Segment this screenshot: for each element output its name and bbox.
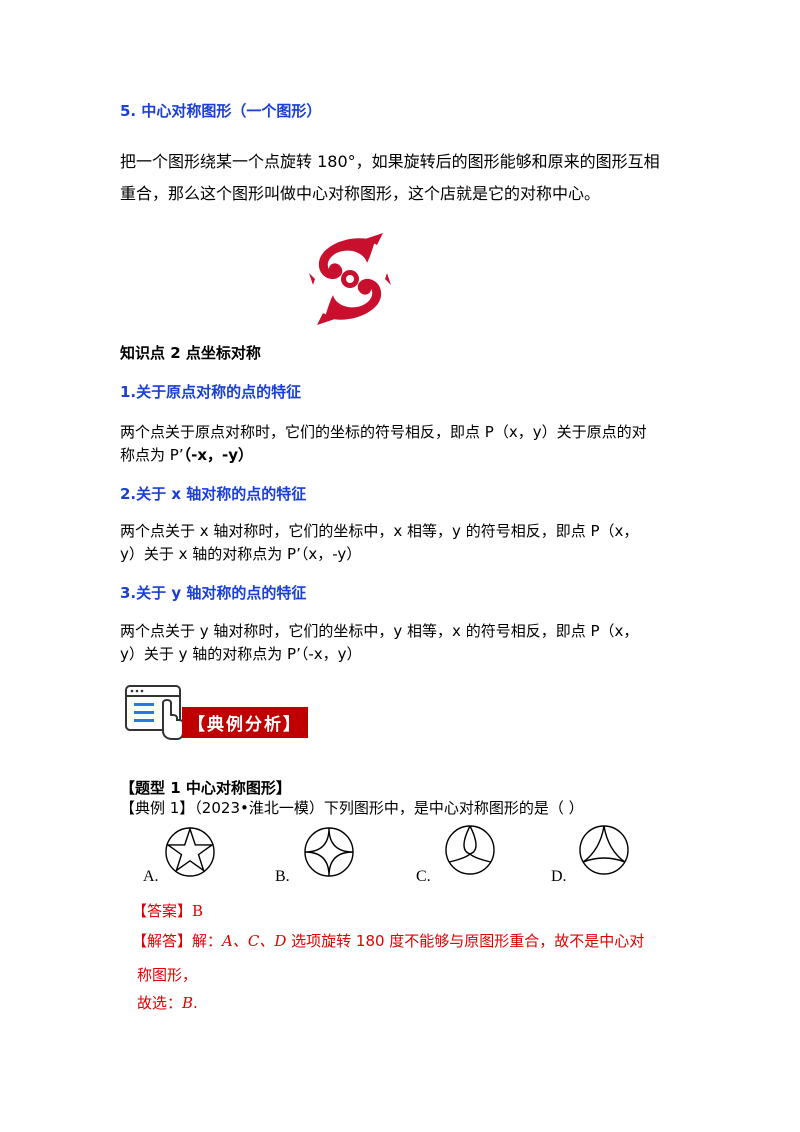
item3-heading: 3.关于 y 轴对称的点的特征 — [120, 584, 307, 602]
papercut-fish-image — [305, 233, 395, 325]
item1-line2: 称点为 P’（-x，-y） — [120, 442, 253, 469]
section5-line2: 重合，那么这个图形叫做中心对称图形，这个店就是它的对称中心。 — [120, 184, 601, 203]
item1-line2-coords: （-x，-y） — [183, 446, 253, 464]
answer-line: 【答案】B — [132, 900, 203, 922]
solution-choice: B — [182, 994, 194, 1012]
solution-label: 【解答】 — [132, 932, 193, 950]
item3-line1: 两个点关于 y 轴对称时，它们的坐标中，y 相等，x 的符号相反，即点 P（x， — [120, 622, 639, 640]
solution-line1: 【解答】解：A、C、D 选项旋转 180 度不能够与原图形重合，故不是中心对 — [132, 929, 644, 953]
star-in-circle-icon — [164, 826, 216, 882]
knowledge2-title: 知识点 2 点坐标对称 — [120, 344, 261, 362]
option-b-label: B. — [275, 868, 290, 885]
question-prompt: 【典例 1】（2023•淮北一模）下列图形中，是中心对称图形的是（ ） — [120, 799, 584, 817]
item1-line2-prefix: 称点为 P’ — [120, 446, 184, 464]
example-analysis-banner: 【典例分析】 — [182, 707, 308, 738]
option-d-label: D. — [551, 868, 567, 885]
solution-period: . — [193, 994, 198, 1012]
solution-reason: 选项旋转 180 度不能够与原图形重合，故不是中心对 — [286, 932, 645, 950]
solution-intro: 解： — [192, 932, 223, 950]
answer-label: 【答案】 — [132, 902, 193, 920]
item1-heading: 1.关于原点对称的点的特征 — [120, 383, 302, 401]
item2-line1: 两个点关于 x 轴对称时，它们的坐标中，x 相等，y 的符号相反，即点 P（x， — [120, 522, 639, 540]
solution-choose-label: 故选： — [137, 994, 183, 1012]
item2-line2: y）关于 x 轴的对称点为 P’（x，-y） — [120, 545, 362, 563]
solution-options: A、C、D — [222, 932, 287, 950]
four-point-star-circle-icon — [303, 826, 355, 882]
three-arc-circle-icon — [444, 824, 496, 880]
question-type-title: 【题型 1 中心对称图形】 — [120, 779, 291, 797]
option-c-label: C. — [416, 868, 431, 885]
item3-line2: y）关于 y 轴的对称点为 P’（-x，y） — [120, 645, 362, 663]
item2-heading: 2.关于 x 轴对称的点的特征 — [120, 485, 307, 503]
answer-value: B — [192, 902, 204, 920]
solution-line3: 故选：B. — [137, 991, 198, 1015]
item1-line1: 两个点关于原点对称时，它们的坐标的符号相反，即点 P（x，y）关于原点的对 — [120, 423, 647, 441]
section5-line1: 把一个图形绕某一个点旋转 180°，如果旋转后的图形能够和原来的图形互相 — [120, 152, 660, 171]
solution-line2: 称图形， — [137, 966, 198, 984]
section5-heading: 5. 中心对称图形（一个图形） — [120, 102, 322, 120]
curved-triangle-circle-icon — [578, 824, 630, 880]
screen-hand-icon — [123, 683, 185, 741]
option-a-label: A. — [143, 868, 159, 885]
